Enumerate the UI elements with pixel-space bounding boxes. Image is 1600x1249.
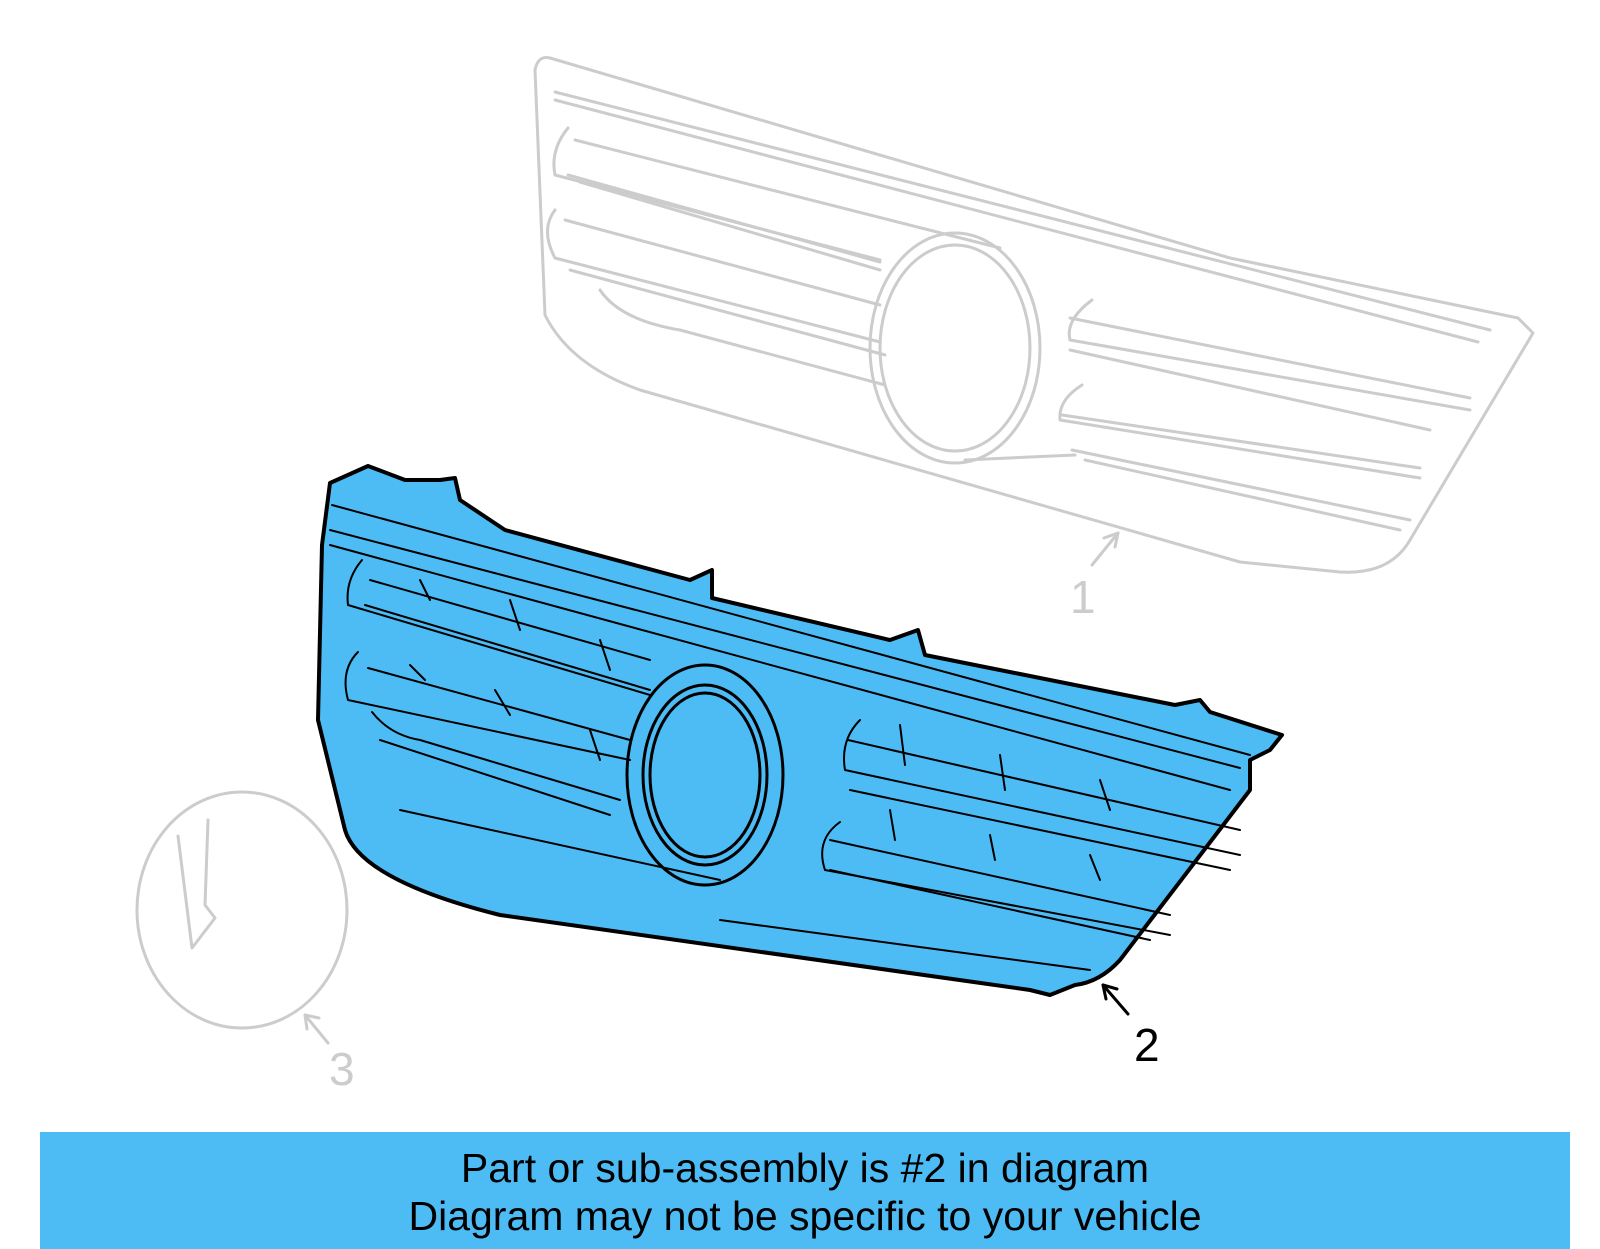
leader-line-3 [303, 1013, 330, 1045]
part-1-grille-frame [533, 56, 1535, 574]
info-banner: Part or sub-assembly is #2 in diagram Di… [40, 1132, 1570, 1249]
callout-number-3: 3 [329, 1043, 355, 1095]
callout-number-1: 1 [1070, 571, 1096, 623]
banner-line-disclaimer: Diagram may not be specific to your vehi… [408, 1193, 1202, 1239]
banner-line-part-number: Part or sub-assembly is #2 in diagram [460, 1145, 1150, 1191]
part-2-grille [316, 464, 1284, 997]
leader-line-1 [1090, 531, 1120, 567]
emblem-ring [625, 663, 785, 887]
callout-number-2: 2 [1134, 1019, 1160, 1071]
part-3-emblem [135, 790, 349, 1030]
leader-line-2 [1101, 983, 1130, 1016]
